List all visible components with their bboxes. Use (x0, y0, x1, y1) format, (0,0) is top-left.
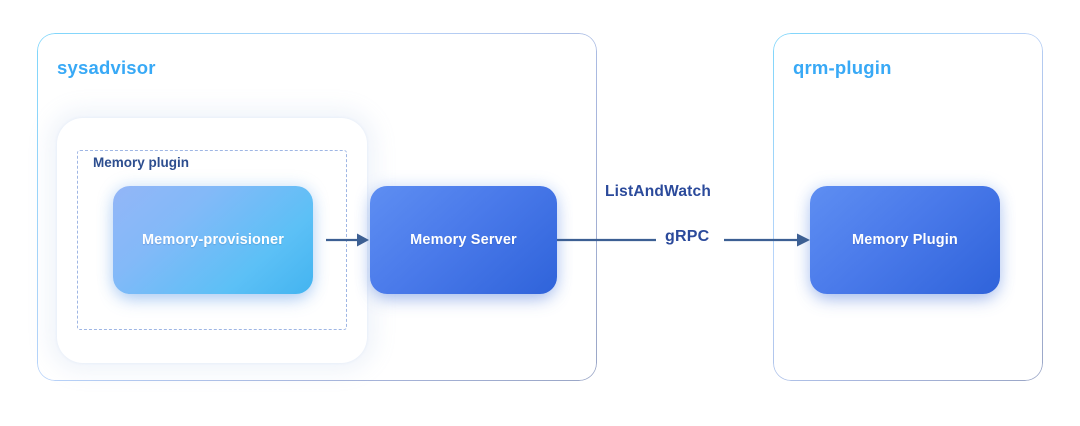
edge-label-grpc: gRPC (656, 228, 719, 246)
group-label-memory-plugin: Memory plugin (93, 155, 190, 170)
node-memory-provisioner[interactable]: Memory-provisioner (113, 186, 313, 294)
node-memory-server[interactable]: Memory Server (370, 186, 557, 294)
edge-label-listandwatch: ListAndWatch (605, 183, 712, 200)
node-label-memory-provisioner: Memory-provisioner (141, 232, 285, 248)
node-label-memory-server: Memory Server (410, 232, 517, 248)
panel-title-qrm-plugin: qrm-plugin (793, 57, 892, 78)
panel-title-sysadvisor: sysadvisor (57, 57, 156, 78)
node-label-memory-plugin: Memory Plugin (852, 232, 958, 248)
node-memory-plugin[interactable]: Memory Plugin (810, 186, 1000, 294)
